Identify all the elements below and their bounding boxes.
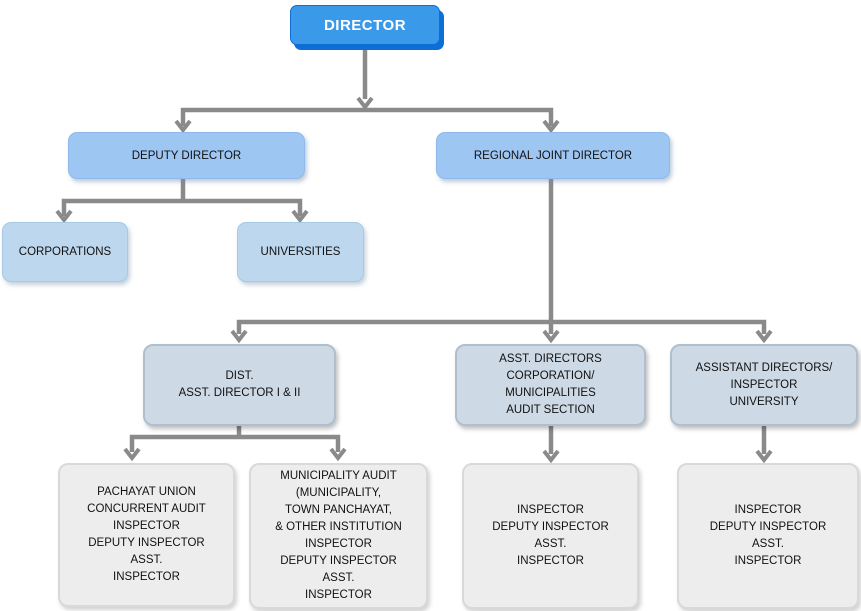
arrow-down-icon [755,449,773,464]
arrow-down-icon [291,209,309,224]
node-asst-directors-corporation-label: ASST. DIRECTORS CORPORATION/ MUNICIPALIT… [499,353,602,416]
node-director-label: DIRECTOR [323,16,407,34]
node-asst-directors-corporation: ASST. DIRECTORS CORPORATION/ MUNICIPALIT… [455,344,646,426]
node-assistant-directors-university: ASSISTANT DIRECTORS/ INSPECTOR UNIVERSIT… [670,344,858,426]
node-municipality-audit-label: MUNICIPALITY AUDIT (MUNICIPALITY, TOWN P… [275,470,402,601]
node-dist-asst-director-label: DIST. ASST. DIRECTOR I & II [178,370,301,399]
node-regional-joint-director: REGIONAL JOINT DIRECTOR [436,132,670,179]
arrow-down-icon [542,329,560,344]
arrow-down-icon [542,119,560,134]
arrow-down-icon [329,447,347,462]
node-universities: UNIVERSITIES [237,222,364,282]
node-panchayat-union-audit-label: PACHAYAT UNION CONCURRENT AUDIT INSPECTO… [87,486,206,583]
arrow-down-icon [542,449,560,464]
arrow-down-icon [174,119,192,134]
connector-corpsec-to-leaf [542,426,560,464]
connector-deputy-to-children [55,179,309,224]
arrow-down-icon [356,96,374,111]
node-municipality-audit: MUNICIPALITY AUDIT (MUNICIPALITY, TOWN P… [249,463,428,609]
node-panchayat-union-audit: PACHAYAT UNION CONCURRENT AUDIT INSPECTO… [58,463,235,607]
arrow-down-icon [755,329,773,344]
node-inspector-university-team: INSPECTOR DEPUTY INSPECTOR ASST. INSPECT… [677,463,859,609]
node-director: DIRECTOR [290,5,440,45]
node-inspector-university-team-label: INSPECTOR DEPUTY INSPECTOR ASST. INSPECT… [709,504,827,567]
node-inspector-corporation-team-label: INSPECTOR DEPUTY INSPECTOR ASST. INSPECT… [492,504,609,567]
connector-director-to-tier2 [174,45,560,134]
connector-dist-to-leaves [123,426,347,462]
arrow-down-icon [55,209,73,224]
node-dist-asst-director: DIST. ASST. DIRECTOR I & II [143,344,336,426]
arrow-down-icon [123,447,141,462]
node-deputy-director-label: DEPUTY DIRECTOR [131,149,242,162]
node-regional-joint-director-label: REGIONAL JOINT DIRECTOR [473,149,633,162]
node-inspector-corporation-team: INSPECTOR DEPUTY INSPECTOR ASST. INSPECT… [462,463,639,609]
node-corporations-label: CORPORATIONS [18,246,112,258]
node-corporations: CORPORATIONS [2,222,128,282]
connector-rjd-to-sections [230,179,773,344]
node-universities-label: UNIVERSITIES [260,246,341,258]
connector-univsec-to-leaf [755,426,773,464]
arrow-down-icon [230,329,248,344]
node-deputy-director: DEPUTY DIRECTOR [68,132,305,179]
node-assistant-directors-university-label: ASSISTANT DIRECTORS/ INSPECTOR UNIVERSIT… [695,361,833,408]
